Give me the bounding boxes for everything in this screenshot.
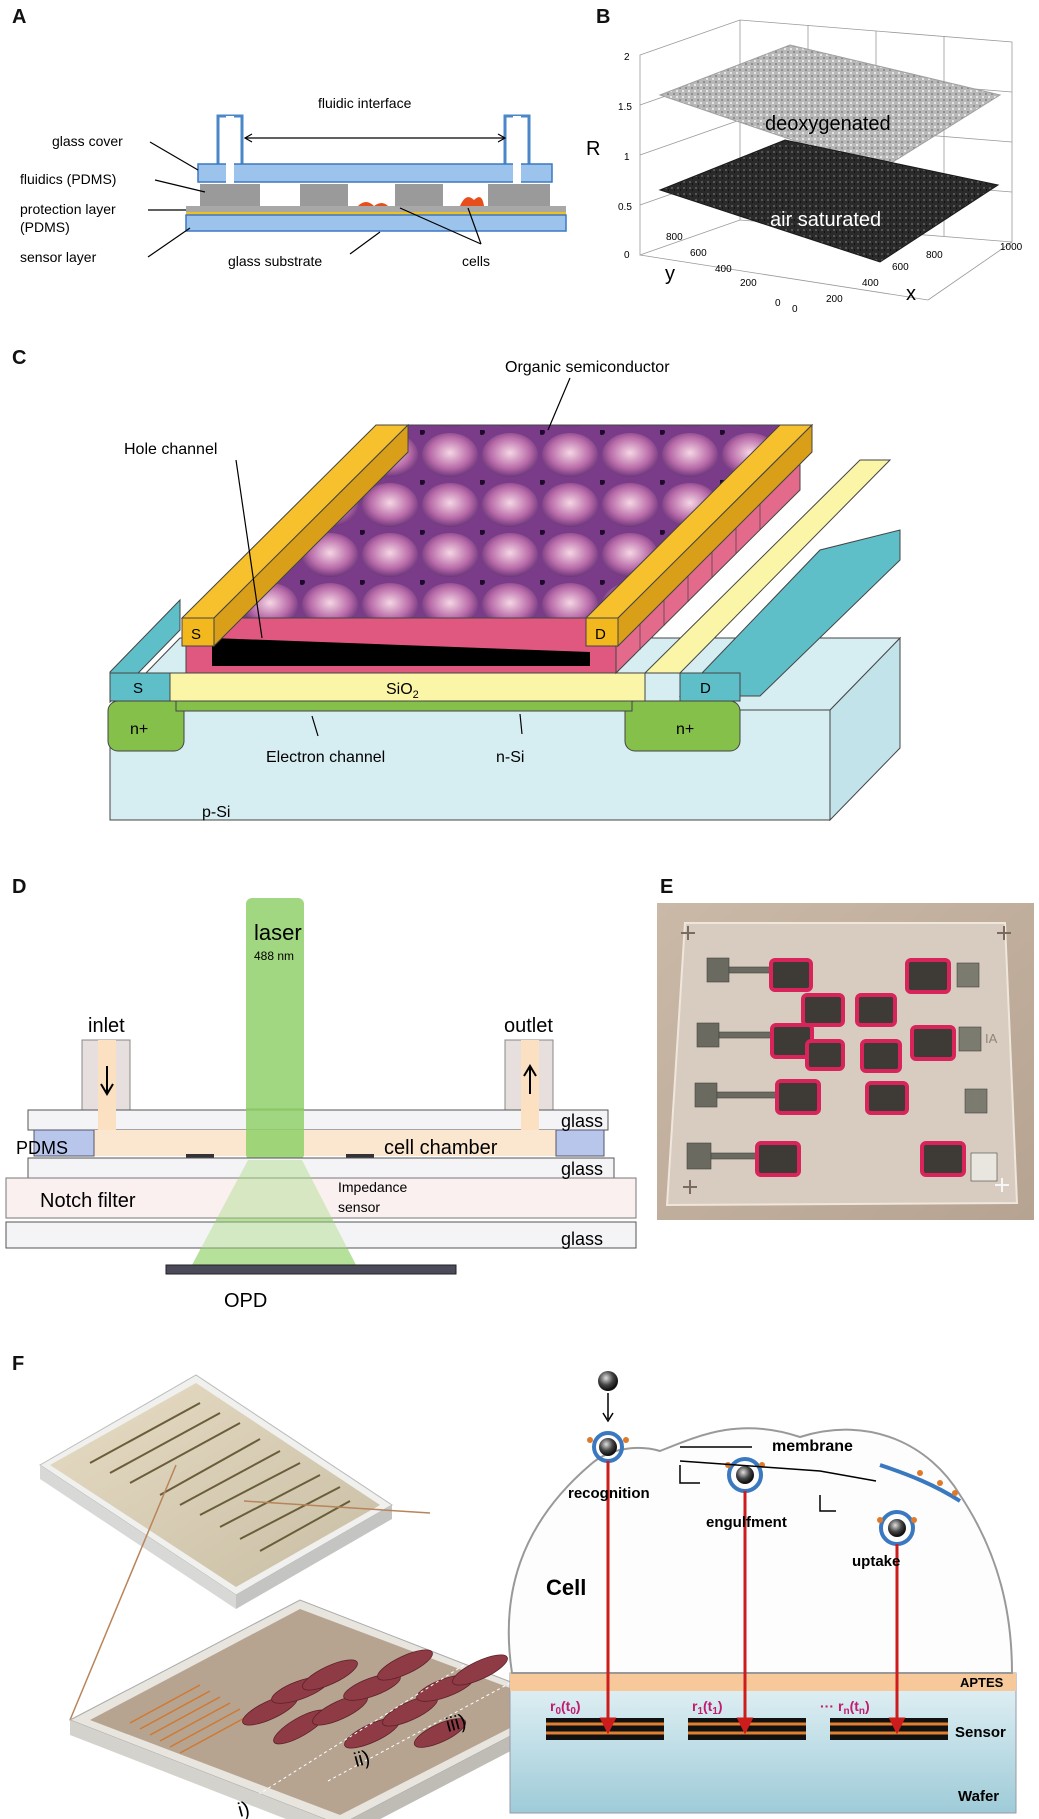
label-electron-channel: Electron channel (266, 749, 385, 766)
y-tick: 200 (740, 278, 757, 289)
label-glass-bottom: glass (561, 1229, 603, 1249)
y-tick: 800 (666, 232, 683, 243)
y-tick: 400 (715, 264, 732, 275)
label-sensor: Sensor (955, 1724, 1006, 1741)
z-tick: 1.5 (618, 102, 632, 113)
label-deoxygenated: deoxygenated (765, 113, 891, 135)
panel-a-diagram: fluidic interface glass cover fluidics (… (20, 95, 567, 269)
label-cells: cells (462, 253, 490, 269)
z-tick: 2 (624, 52, 630, 63)
label-source-top: S (191, 626, 201, 643)
axis-y-label: y (665, 263, 675, 285)
label-laser: laser (254, 920, 302, 945)
label-protection-layer: protection layer (20, 201, 116, 217)
label-air-saturated: air saturated (770, 209, 881, 231)
label-region-ii: ii) (352, 1747, 373, 1772)
z-tick: 0 (624, 250, 630, 261)
panel-c-letter: C (12, 347, 27, 369)
label-glass-substrate: glass substrate (228, 253, 322, 269)
label-glass-middle: glass (561, 1159, 603, 1179)
label-fluidic-interface: fluidic interface (318, 95, 412, 111)
label-impedance: Impedance (338, 1179, 407, 1195)
label-glass-cover: glass cover (52, 133, 123, 149)
label-outlet: outlet (504, 1015, 553, 1037)
x-tick: 400 (862, 278, 879, 289)
x-tick: 0 (792, 304, 798, 315)
z-tick: 1 (624, 152, 630, 163)
label-n-plus-left: n+ (130, 721, 148, 738)
label-hole-channel: Hole channel (124, 441, 217, 458)
x-tick: 600 (892, 262, 909, 273)
label-fluidics: fluidics (PDMS) (20, 171, 116, 187)
panel-c-ofet-diagram: Organic semiconductor Hole channel S D S… (107, 359, 902, 822)
y-tick: 0 (775, 298, 781, 309)
label-notch-filter: Notch filter (40, 1190, 136, 1212)
label-sio2: SiO2 (386, 681, 419, 701)
y-tick: 600 (690, 248, 707, 259)
label-r0: r0(t0) (550, 1698, 581, 1717)
label-glass-top: glass (561, 1111, 603, 1131)
label-sensor-layer: sensor layer (20, 249, 97, 265)
label-cell-chamber: cell chamber (384, 1137, 498, 1159)
panel-e-photo: IA (657, 903, 1034, 1220)
panel-b-letter: B (596, 6, 611, 28)
label-inlet: inlet (88, 1015, 125, 1037)
panel-d-letter: D (12, 876, 27, 898)
label-protection-pdms: (PDMS) (20, 219, 70, 235)
axis-x-label: x (906, 283, 916, 305)
panel-e-letter: E (660, 876, 674, 898)
label-impedance-sensor: sensor (338, 1199, 380, 1215)
panel-f-letter: F (12, 1353, 25, 1375)
label-wavelength: 488 nm (254, 949, 294, 963)
label-rn: ···rn(tn) (820, 1698, 870, 1717)
label-recognition: recognition (568, 1485, 650, 1502)
panel-a-letter: A (12, 6, 27, 28)
label-source-bottom: S (133, 680, 143, 697)
x-tick: 200 (826, 294, 843, 305)
label-cell: Cell (546, 1575, 586, 1600)
label-n-plus-right: n+ (676, 721, 694, 738)
label-pdms: PDMS (16, 1138, 68, 1158)
label-organic-semiconductor: Organic semiconductor (505, 359, 670, 376)
label-uptake: uptake (852, 1553, 900, 1570)
label-n-si: n-Si (496, 749, 524, 766)
label-membrane: membrane (772, 1438, 853, 1455)
label-ia: IA (985, 1031, 998, 1046)
label-drain-bottom: D (700, 680, 711, 697)
label-aptes: APTES (960, 1675, 1004, 1690)
panel-f-cell-sensor-diagram: i) ii) iii) (39, 1371, 1017, 1819)
label-r1: r1(t1) (692, 1698, 723, 1717)
label-wafer: Wafer (958, 1788, 999, 1805)
x-tick: 800 (926, 250, 943, 261)
z-tick: 0.5 (618, 202, 632, 213)
panel-b-surface-plot: deoxygenated air saturated 2 1.5 1 0.5 0… (586, 19, 1023, 315)
axis-r-label: R (586, 138, 600, 160)
label-drain-top: D (595, 626, 606, 643)
panel-d-chip-diagram: laser 488 nm inlet outlet glass glass gl… (5, 898, 637, 1312)
label-p-si: p-Si (202, 804, 230, 821)
x-tick: 1000 (1000, 242, 1023, 253)
label-engulfment: engulfment (706, 1514, 787, 1531)
label-opd: OPD (224, 1290, 267, 1312)
